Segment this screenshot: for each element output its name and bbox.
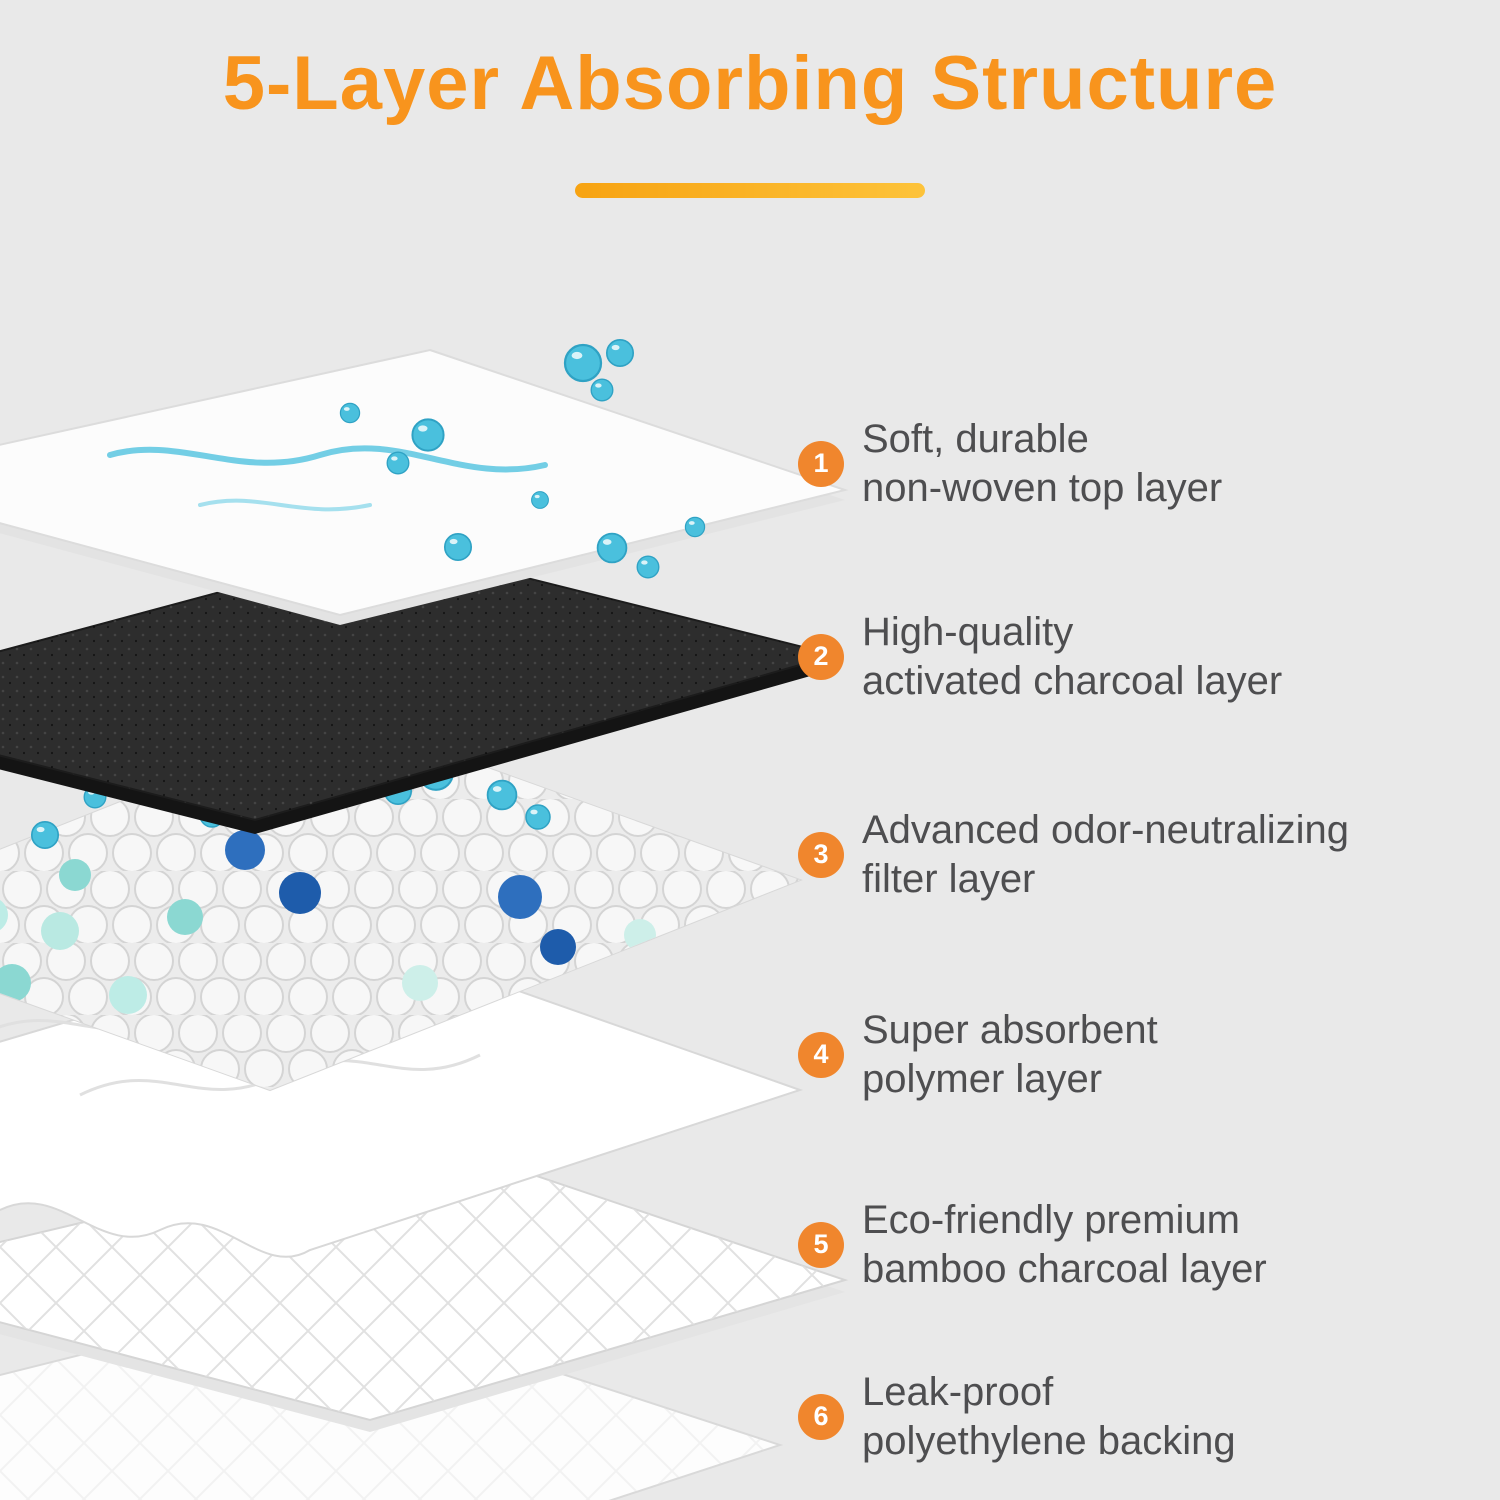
layer-callout-3: 3 Advanced odor-neutralizing filter laye… (798, 806, 1349, 904)
layer-callout-2: 2 High-quality activated charcoal layer (798, 608, 1282, 706)
page-title: 5-Layer Absorbing Structure (222, 41, 1278, 126)
layer-label-2: High-quality activated charcoal layer (862, 610, 1283, 703)
layer-diagram-illustration (0, 295, 860, 1500)
layer-label-5: Eco-friendly premium bamboo charcoal lay… (862, 1198, 1267, 1291)
layer-diagram-svg (0, 338, 849, 1500)
top-sheet-layer-graphic (0, 338, 849, 625)
charcoal-layer-graphic (0, 543, 839, 834)
layer-callout-5: 5 Eco-friendly premium bamboo charcoal l… (798, 1196, 1267, 1294)
title-underline-decoration (575, 183, 925, 198)
layer-label-3: Advanced odor-neutralizing filter layer (862, 808, 1349, 901)
layer-label-6: Leak-proof polyethylene backing (862, 1370, 1236, 1463)
layer-label-1: Soft, durable non-woven top layer (862, 417, 1223, 510)
layer-callout-6: 6 Leak-proof polyethylene backing (798, 1368, 1236, 1466)
layer-callout-1: 1 Soft, durable non-woven top layer (798, 415, 1222, 513)
layer-label-4: Super absorbent polymer layer (862, 1008, 1158, 1101)
